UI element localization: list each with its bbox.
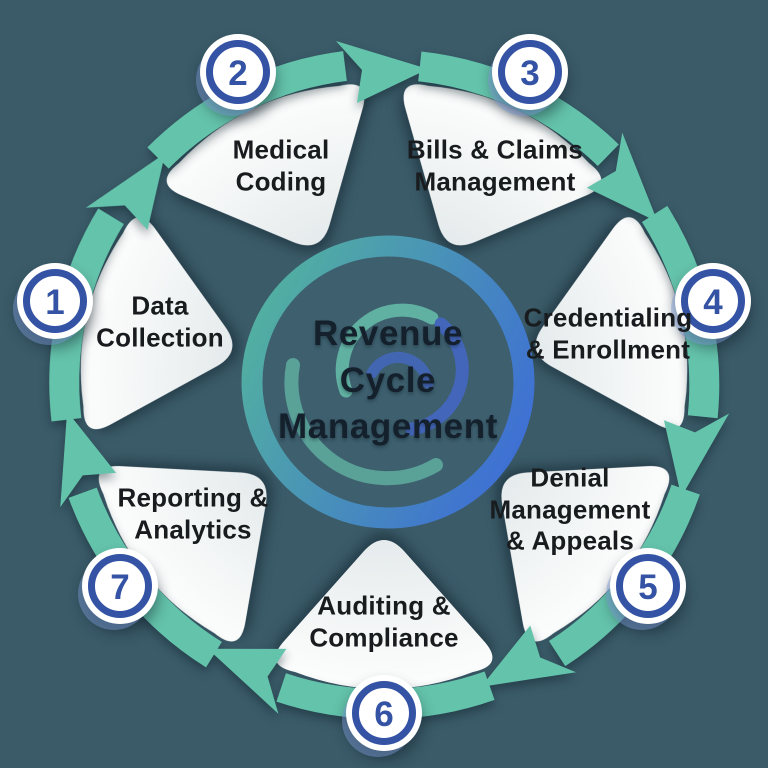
label-denial-management: Denial Management & Appeals bbox=[489, 462, 651, 556]
wedge-denial-management bbox=[501, 466, 670, 642]
badge-ring: 1 bbox=[23, 269, 87, 333]
badge-ring: 3 bbox=[498, 40, 562, 104]
badge-number: 2 bbox=[228, 53, 248, 93]
badge-1: 1 bbox=[17, 263, 93, 339]
badge-number: 5 bbox=[638, 567, 658, 607]
badge-number: 7 bbox=[110, 567, 130, 607]
wedge-credentialing bbox=[535, 217, 688, 430]
badge-ring: 7 bbox=[88, 554, 152, 618]
badge-number: 3 bbox=[520, 53, 540, 93]
badge-4: 4 bbox=[675, 263, 751, 339]
diagram-title: Revenue Cycle Management bbox=[278, 314, 498, 447]
label-medical-coding: Medical Coding bbox=[232, 134, 330, 196]
badge-6: 6 bbox=[346, 675, 422, 751]
badge-ring: 6 bbox=[352, 681, 416, 745]
wedge-data-collection bbox=[80, 217, 233, 430]
badge-ring: 2 bbox=[206, 40, 270, 104]
wedge-reporting-analytics bbox=[98, 466, 267, 642]
label-data-collection: Data Collection bbox=[96, 290, 224, 352]
label-credentialing: Credentialing & Enrollment bbox=[523, 302, 693, 364]
badge-2: 2 bbox=[200, 34, 276, 110]
label-reporting-analytics: Reporting & Analytics bbox=[117, 482, 269, 544]
badge-ring: 4 bbox=[681, 269, 745, 333]
wedge-bills-claims bbox=[403, 84, 602, 246]
label-auditing-compliance: Auditing & Compliance bbox=[309, 590, 459, 652]
badge-7: 7 bbox=[82, 548, 158, 624]
center-disc bbox=[262, 256, 514, 508]
badge-3: 3 bbox=[492, 34, 568, 110]
center-gradient-ring bbox=[241, 235, 535, 529]
badge-ring: 5 bbox=[616, 554, 680, 618]
badge-number: 6 bbox=[374, 694, 394, 734]
badge-number: 4 bbox=[703, 282, 723, 322]
badge-5: 5 bbox=[610, 548, 686, 624]
swirl-logo-icon bbox=[284, 303, 469, 486]
label-bills-claims: Bills & Claims Management bbox=[406, 134, 584, 196]
wedge-auditing-compliance bbox=[275, 540, 493, 689]
wedge-medical-coding bbox=[166, 84, 365, 246]
center-hub bbox=[241, 235, 535, 529]
badge-number: 1 bbox=[45, 282, 65, 322]
segment-wedges bbox=[80, 84, 688, 689]
